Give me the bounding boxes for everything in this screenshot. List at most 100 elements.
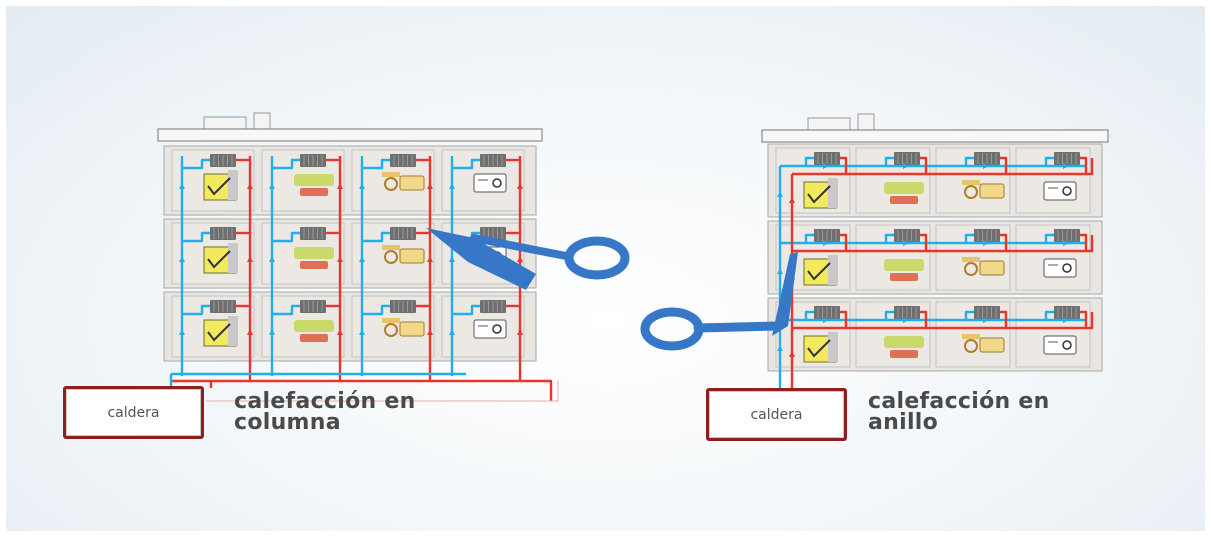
- radiator-icon: [210, 227, 236, 240]
- flow-arrow-icon: [179, 256, 185, 262]
- roof: [157, 112, 543, 142]
- hot-ring: [792, 312, 1094, 330]
- flow-arrow-icon: [269, 256, 275, 262]
- roof: [761, 113, 1109, 143]
- right-building: [761, 113, 1109, 398]
- boiler-left: caldera: [63, 386, 204, 439]
- radiator-icon: [210, 300, 236, 313]
- cold-branch: [182, 158, 210, 170]
- bathroom-icon: [473, 319, 507, 339]
- flow-arrow-icon: [983, 240, 989, 246]
- caption-left-line2: columna: [234, 410, 341, 435]
- flow-arrow-icon: [247, 329, 253, 335]
- cold-branch: [182, 304, 210, 316]
- cold-branch: [804, 156, 814, 166]
- hot-branch: [1080, 233, 1088, 251]
- flow-arrow-icon: [427, 256, 433, 262]
- radiator-icon: [1054, 152, 1080, 165]
- hot-branch: [1000, 156, 1008, 174]
- flow-arrow-icon: [983, 317, 989, 323]
- radiator-icon: [390, 300, 416, 313]
- radiator-icon: [1054, 229, 1080, 242]
- hot-branch: [840, 310, 848, 328]
- bedroom-icon: [803, 178, 838, 209]
- flow-arrow-icon: [903, 163, 909, 169]
- radiator-icon: [974, 229, 1000, 242]
- kitchen-icon: [382, 245, 425, 264]
- flow-arrow-icon: [517, 183, 523, 189]
- flow-arrow-icon: [449, 256, 455, 262]
- hot-branch: [920, 233, 928, 251]
- bedroom-icon: [803, 332, 838, 363]
- radiator-icon: [300, 300, 326, 313]
- flow-arrow-icon: [823, 163, 829, 169]
- cold-branch: [272, 158, 300, 170]
- hot-branch: [1000, 233, 1008, 251]
- flow-arrow-icon: [449, 329, 455, 335]
- cold-branch: [884, 233, 894, 243]
- flow-arrow-icon: [823, 240, 829, 246]
- cold-branch: [964, 233, 974, 243]
- cold-branch: [452, 158, 480, 170]
- cold-branch: [804, 233, 814, 243]
- cold-branch: [362, 231, 390, 243]
- return-line-faint: [206, 381, 559, 402]
- radiator-icon: [480, 154, 506, 167]
- flow-arrow-icon: [1063, 317, 1069, 323]
- hot-main: [171, 379, 553, 401]
- flow-arrow-icon: [247, 183, 253, 189]
- radiator-icon: [814, 229, 840, 242]
- cold-branch: [362, 158, 390, 170]
- boiler-right-label: caldera: [750, 406, 803, 423]
- bathroom-icon: [1043, 181, 1077, 201]
- flow-arrow-icon: [777, 345, 783, 351]
- flow-arrow-icon: [179, 183, 185, 189]
- flow-arrow-icon: [789, 197, 795, 203]
- sofa-icon: [294, 174, 334, 196]
- cold-branch: [884, 310, 894, 320]
- radiator-icon: [390, 154, 416, 167]
- radiator-icon: [390, 227, 416, 240]
- sofa-icon: [884, 259, 924, 281]
- kitchen-icon: [962, 334, 1005, 353]
- bedroom-icon: [203, 170, 238, 201]
- radiator-icon: [300, 154, 326, 167]
- bathroom-icon: [1043, 258, 1077, 278]
- cold-branch: [964, 310, 974, 320]
- radiator-icon: [480, 300, 506, 313]
- flow-arrow-icon: [903, 317, 909, 323]
- hot-branch: [920, 310, 928, 328]
- hot-ring: [792, 158, 1094, 176]
- cold-branch: [272, 304, 300, 316]
- flow-arrow-icon: [789, 351, 795, 357]
- caption-right-line1: calefacción en: [868, 389, 1050, 414]
- diagram-canvas: caldera calefacción en columna caldera c…: [6, 6, 1205, 531]
- bathroom-icon: [473, 173, 507, 193]
- flow-arrow-icon: [247, 256, 253, 262]
- cold-branch: [452, 304, 480, 316]
- sofa-icon: [294, 247, 334, 269]
- boiler-right: caldera: [706, 388, 847, 441]
- flow-arrow-icon: [427, 329, 433, 335]
- hot-branch: [1080, 310, 1088, 328]
- flow-arrow-icon: [359, 256, 365, 262]
- flow-arrow-icon: [337, 183, 343, 189]
- hot-branch: [1080, 156, 1088, 174]
- bedroom-icon: [203, 316, 238, 347]
- cold-branch: [272, 231, 300, 243]
- caption-column-heating: calefacción en columna: [234, 391, 416, 435]
- boiler-left-label: caldera: [107, 404, 160, 421]
- flow-arrow-icon: [449, 183, 455, 189]
- flow-arrow-icon: [337, 256, 343, 262]
- caption-ring-heating: calefacción en anillo: [868, 389, 1050, 434]
- flow-arrow-icon: [517, 256, 523, 262]
- sofa-icon: [884, 336, 924, 358]
- kitchen-icon: [962, 257, 1005, 276]
- kitchen-icon: [962, 180, 1005, 199]
- flow-arrow-icon: [903, 240, 909, 246]
- radiator-icon: [814, 152, 840, 165]
- flow-arrow-icon: [1063, 240, 1069, 246]
- bathroom-icon: [1043, 335, 1077, 355]
- cold-branch: [884, 156, 894, 166]
- sofa-icon: [294, 320, 334, 342]
